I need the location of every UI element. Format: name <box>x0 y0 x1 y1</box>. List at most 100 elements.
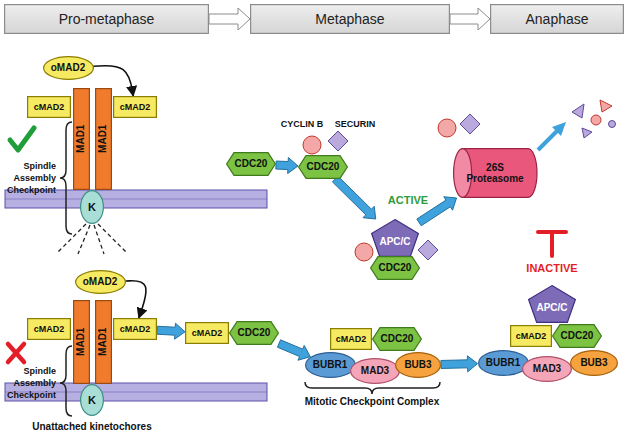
microtubule <box>78 225 90 254</box>
protein-box: cMAD2 <box>113 318 157 340</box>
protein-oval: BUBR1 <box>305 352 356 378</box>
shape-outline <box>227 153 276 176</box>
inhibition-symbol <box>538 232 566 256</box>
annotation-label: SECURIN <box>327 118 383 130</box>
protein-box: cMAD2 <box>113 96 157 118</box>
node-text: cMAD2 <box>34 324 65 334</box>
protein-hexagon: CDC20 <box>226 152 276 176</box>
shape-outline <box>523 357 572 382</box>
protein-hexagon: CDC20 <box>372 327 422 351</box>
node-text: Pro-metaphase <box>59 11 155 27</box>
shape-outline <box>331 329 372 350</box>
shape-outline <box>491 5 624 34</box>
cyclin-b-circle <box>438 119 456 137</box>
curly-bracket <box>60 122 72 234</box>
node-text: MAD1 <box>98 125 110 153</box>
inhibition-symbol <box>550 232 554 256</box>
securin-diamond <box>328 131 348 151</box>
annotation-label: Mitotic Checkpoint Complex <box>292 396 452 408</box>
protein-box: cMAD2 <box>27 318 71 340</box>
shape-outline <box>114 319 157 340</box>
phase-box: Anaphase <box>490 4 624 34</box>
node-text: K <box>88 201 96 214</box>
shape-outline <box>230 322 279 345</box>
annotation-label: Spindle Assembly Checkpoint <box>0 160 56 196</box>
shape-outline <box>529 286 576 323</box>
protein-fragment <box>609 121 616 128</box>
securin-diamond <box>460 114 480 134</box>
node-text: BUB3 <box>580 357 607 369</box>
node-text: BUBR1 <box>486 357 520 369</box>
check-mark <box>10 128 34 150</box>
node-text: K <box>88 394 96 407</box>
shape-outline <box>553 325 602 348</box>
proteasome-cylinder: 26S Proteasome <box>453 148 537 198</box>
shape-outline <box>28 97 71 118</box>
phase-box: Pro-metaphase <box>4 4 209 34</box>
shape-outline <box>511 326 552 347</box>
protein-fragment <box>582 128 592 138</box>
state-label: ACTIVE <box>384 194 432 206</box>
shape-outline <box>28 319 71 340</box>
shape-outline <box>114 97 157 118</box>
protein-hexagon: CDC20 <box>370 256 420 280</box>
shape-outline <box>305 353 355 378</box>
protein-fragment <box>572 104 584 118</box>
annotation-label: CYCLIN B <box>272 118 332 130</box>
node-text: CDC20 <box>307 161 340 173</box>
flow-arrow <box>450 8 490 30</box>
cross-mark <box>8 344 24 362</box>
binding-arrow <box>125 281 146 318</box>
protein-box: cMAD2 <box>27 96 71 118</box>
microtubule <box>58 224 126 254</box>
shape-outline <box>81 191 104 224</box>
node-text: oMAD2 <box>83 276 117 288</box>
protein-oval: BUB3 <box>570 350 618 376</box>
node-text: Anaphase <box>525 11 588 27</box>
shape-outline <box>74 89 90 190</box>
node-text: CDC20 <box>379 262 412 274</box>
node-text: cMAD2 <box>192 328 223 338</box>
annotation-label: Spindle Assembly Checkpoint <box>0 365 56 401</box>
shape-outline <box>74 301 90 384</box>
shape-outline <box>81 385 104 416</box>
microtubule <box>58 224 86 252</box>
curly-bracket <box>60 122 440 416</box>
protein-oval: K <box>80 384 104 416</box>
node-text: cMAD2 <box>34 102 65 112</box>
node-text: MAD1 <box>76 125 88 153</box>
protein-box: MAD1 <box>73 88 90 190</box>
cyclin-b-circle <box>303 136 321 154</box>
node-text: BUB3 <box>404 359 431 371</box>
protein-box: MAD1 <box>95 300 112 384</box>
protein-box: MAD1 <box>73 300 90 384</box>
shape-outline <box>372 220 419 257</box>
protein-fragment <box>572 100 616 138</box>
complex-pentagon: APC/C <box>528 285 576 323</box>
shape-outline <box>462 149 537 198</box>
cyclin-b-circle <box>355 243 373 261</box>
protein-hexagon: CDC20 <box>298 155 348 179</box>
shape-outline <box>478 351 528 376</box>
node-text: MAD3 <box>533 363 561 375</box>
flow-arrow <box>277 340 310 360</box>
complex-pentagon: APC/C <box>371 219 419 257</box>
node-text: APC/C <box>379 228 410 248</box>
protein-hexagon: CDC20 <box>552 324 602 348</box>
securin-diamond <box>328 114 480 260</box>
cell-membrane <box>5 199 267 200</box>
node-text: cMAD2 <box>516 331 547 341</box>
shape-outline <box>299 156 348 179</box>
degradation-arrow <box>538 130 558 150</box>
flow-arrow <box>209 8 250 30</box>
node-text: cMAD2 <box>336 334 367 344</box>
flow-arrow <box>441 356 478 372</box>
curly-bracket <box>60 346 72 416</box>
shape-outline <box>371 257 420 280</box>
phase-box: Metaphase <box>250 4 450 34</box>
shape-outline <box>251 5 450 34</box>
node-text: CDC20 <box>238 327 271 339</box>
shape-outline <box>75 271 125 294</box>
protein-box: cMAD2 <box>510 325 552 347</box>
